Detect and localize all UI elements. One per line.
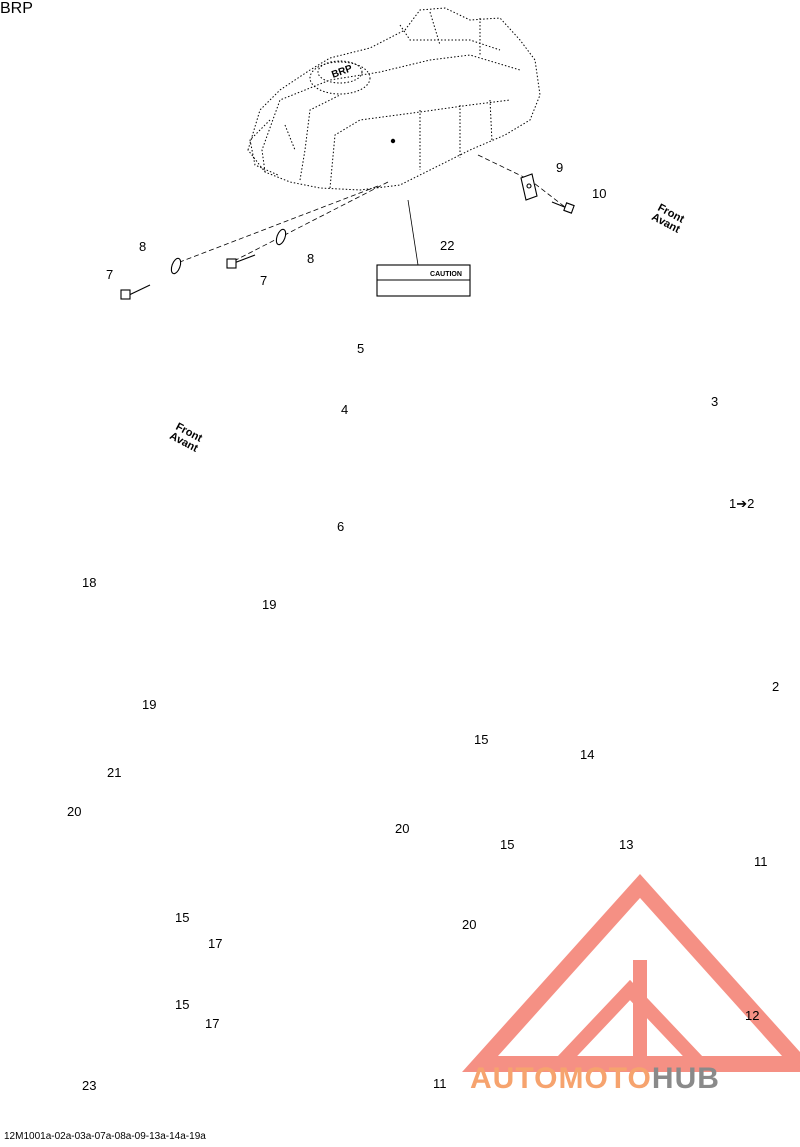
label-8: 8 xyxy=(139,239,147,254)
label-9: 9 xyxy=(556,160,564,175)
part-22-caution-label xyxy=(376,199,471,297)
center-dot xyxy=(390,138,396,144)
part-9-plate xyxy=(520,173,538,201)
label-13: 13 xyxy=(619,837,634,852)
part-3-fuel-cap: BRP xyxy=(0,0,33,17)
label-17: 17 xyxy=(208,936,223,951)
cap-3-brand: BRP xyxy=(0,0,33,17)
label-3: 3 xyxy=(711,394,719,409)
label-5: 5 xyxy=(357,341,365,356)
label-12: 12 xyxy=(745,1008,760,1023)
label-15: 15 xyxy=(474,732,489,747)
label-11: 11 xyxy=(433,1076,447,1091)
label-11: 11 xyxy=(754,854,768,869)
label-18: 18 xyxy=(82,575,97,590)
watermark-text: AUTOMOTOHUB xyxy=(470,1064,720,1094)
label-10: 10 xyxy=(592,186,607,201)
label-1-2: 1➔2 xyxy=(729,496,755,511)
label-8: 8 xyxy=(307,251,315,266)
upper-tank-assembly: BRP xyxy=(247,7,541,191)
label-23: 23 xyxy=(82,1078,97,1093)
label-7: 7 xyxy=(260,273,268,288)
label-20: 20 xyxy=(395,821,410,836)
label-14: 14 xyxy=(580,747,595,762)
top-center-lines xyxy=(171,154,566,266)
label-20: 20 xyxy=(462,917,477,932)
label-15: 15 xyxy=(500,837,515,852)
watermark-logo xyxy=(462,874,800,1072)
label-20: 20 xyxy=(67,804,82,819)
label-4: 4 xyxy=(341,402,349,417)
label-15: 15 xyxy=(175,997,190,1012)
label-15: 15 xyxy=(175,910,190,925)
label-17: 17 xyxy=(205,1016,220,1031)
label-2: 2 xyxy=(772,679,780,694)
section-divider: BRP xyxy=(0,0,779,1142)
caution-label-text: CAUTION xyxy=(430,271,462,278)
watermark-text-part1: AUTOMOTO xyxy=(470,1062,652,1095)
label-21: 21 xyxy=(107,765,122,780)
vent-center-line: BRP xyxy=(0,0,779,1142)
watermark-text-part2: HUB xyxy=(651,1062,720,1095)
footer-part-code: 12M1001a-02a-03a-07a-08a-09-13a-14a-19a xyxy=(4,1131,206,1142)
part-8-washers xyxy=(170,228,287,275)
part-7-screws xyxy=(120,254,256,300)
label-22: 22 xyxy=(440,238,455,253)
label-6: 6 xyxy=(337,519,345,534)
part-10-screw xyxy=(551,201,575,214)
cap-brand-text: BRP xyxy=(330,63,354,81)
label-7: 7 xyxy=(106,267,114,282)
label-19: 19 xyxy=(262,597,277,612)
label-19: 19 xyxy=(142,697,157,712)
